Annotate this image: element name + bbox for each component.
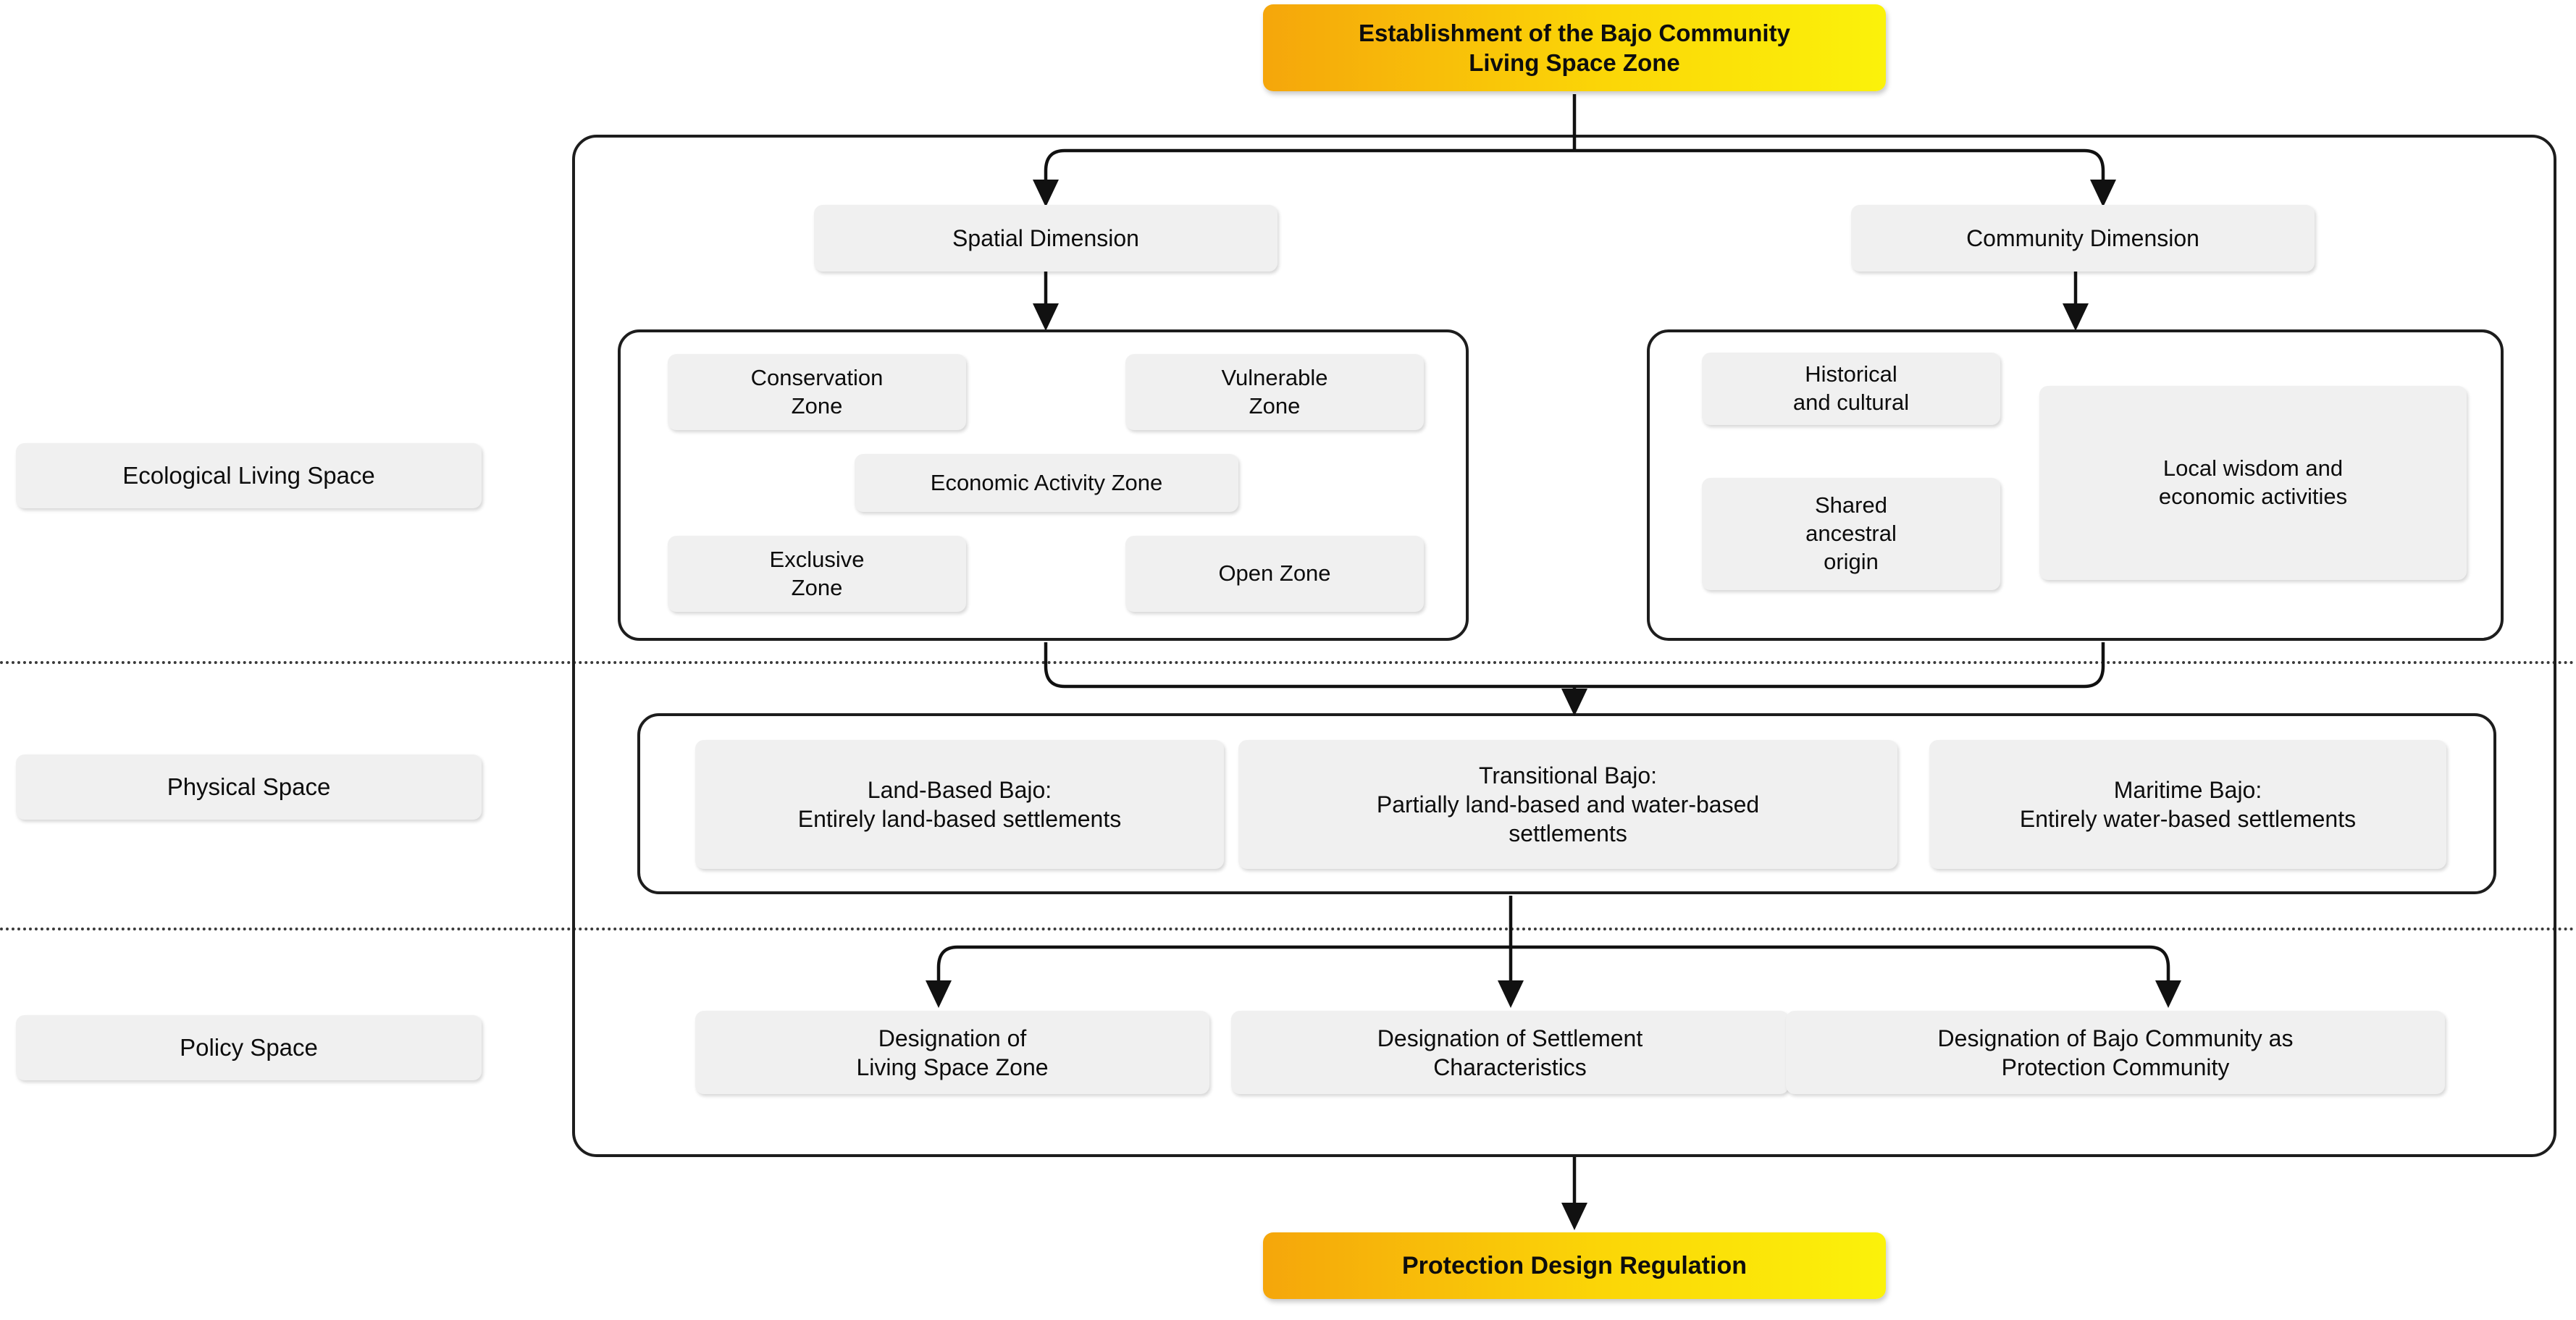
node-open-zone[interactable]: Open Zone [1125,536,1424,612]
node-spatial-dimension[interactable]: Spatial Dimension [814,205,1277,272]
band-divider-physical-policy [0,928,2576,930]
bottom-node-protection-design-regulation[interactable]: Protection Design Regulation [1263,1232,1886,1299]
node-designation-of-settlement-characteristics[interactable]: Designation of Settlement Characteristic… [1231,1011,1789,1094]
node-shared-ancestral-origin[interactable]: Shared ancestral origin [1702,478,2000,590]
framework-container-outline [572,135,2556,1157]
node-designation-of-living-space-zone[interactable]: Designation of Living Space Zone [695,1011,1209,1094]
node-transitional-bajo[interactable]: Transitional Bajo: Partially land-based … [1238,740,1897,869]
band-label-policy-space[interactable]: Policy Space [16,1015,482,1080]
band-label-physical-space[interactable]: Physical Space [16,754,482,820]
node-vulnerable-zone[interactable]: Vulnerable Zone [1125,354,1424,430]
node-exclusive-zone[interactable]: Exclusive Zone [668,536,966,612]
node-community-dimension[interactable]: Community Dimension [1851,205,2315,272]
band-label-ecological-living-space[interactable]: Ecological Living Space [16,443,482,508]
spatial-dimension-group-outline [618,329,1469,641]
node-local-wisdom-and-economic-activities[interactable]: Local wisdom and economic activities [2039,386,2467,580]
top-node-establishment[interactable]: Establishment of the Bajo Community Livi… [1263,4,1886,91]
node-historical-and-cultural[interactable]: Historical and cultural [1702,353,2000,425]
node-designation-of-bajo-community-as-protection-community[interactable]: Designation of Bajo Community as Protect… [1786,1011,2445,1094]
node-land-based-bajo[interactable]: Land-Based Bajo: Entirely land-based set… [695,740,1224,869]
node-maritime-bajo[interactable]: Maritime Bajo: Entirely water-based sett… [1929,740,2446,869]
node-economic-activity-zone[interactable]: Economic Activity Zone [855,454,1238,512]
node-conservation-zone[interactable]: Conservation Zone [668,354,966,430]
community-dimension-group-outline [1647,329,2504,641]
